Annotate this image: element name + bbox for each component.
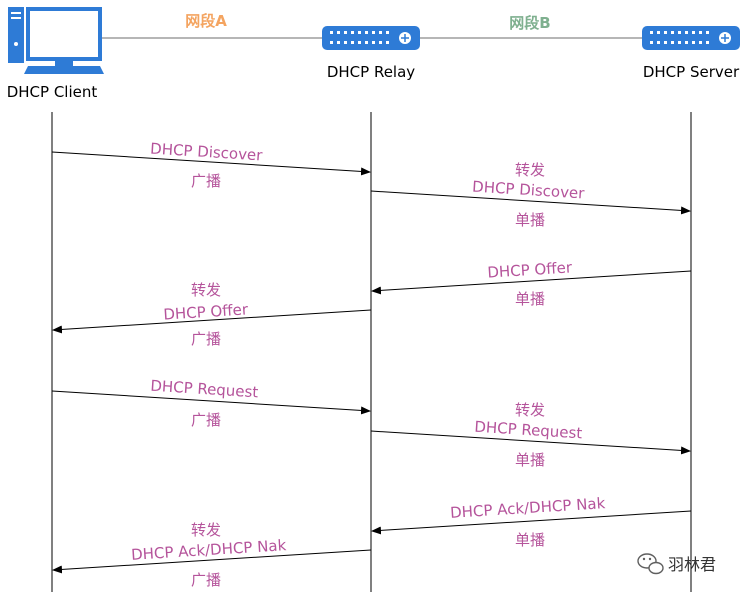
wechat-icon (637, 553, 664, 575)
arrow-ack-nak (371, 510, 692, 535)
client-label: DHCP Client (7, 83, 98, 101)
msg-discover-label: DHCP Discover (150, 140, 264, 165)
msg-ack-nak-mode: 单播 (515, 531, 545, 549)
computer-icon (8, 7, 104, 74)
watermark-text: 羽林君 (668, 555, 716, 574)
arrow-forward-request (370, 430, 691, 455)
arrow-discover (51, 151, 371, 176)
server-label: DHCP Server (643, 63, 740, 81)
msg-forward-request-mode: 单播 (515, 451, 545, 469)
msg-request-label: DHCP Request (150, 377, 259, 402)
segment-a-label: 网段A (185, 12, 227, 30)
msg-offer-mode: 单播 (515, 290, 545, 308)
arrow-forward-offer (52, 309, 372, 334)
arrow-request (51, 390, 371, 415)
msg-request-mode: 广播 (191, 411, 221, 429)
arrow-offer (371, 270, 692, 295)
msg-offer-label: DHCP Offer (487, 258, 573, 281)
msg-forward-request-prefix: 转发 (515, 401, 545, 419)
msg-forward-offer-mode: 广播 (191, 330, 221, 348)
switch-icon (322, 26, 420, 50)
msg-forward-discover-mode: 单播 (515, 211, 545, 229)
segment-b-label: 网段B (509, 14, 550, 32)
msg-forward-discover-prefix: 转发 (515, 161, 545, 179)
arrow-forward-discover (370, 190, 691, 215)
msg-forward-ack-nak-mode: 广播 (191, 571, 221, 589)
msg-forward-offer-prefix: 转发 (191, 281, 221, 299)
msg-forward-ack-nak-prefix: 转发 (191, 521, 221, 539)
arrow-forward-ack-nak (52, 549, 372, 574)
msg-discover-mode: 广播 (191, 172, 221, 190)
relay-label: DHCP Relay (327, 63, 415, 81)
msg-forward-offer-label: DHCP Offer (163, 300, 249, 323)
switch-icon (642, 26, 740, 50)
